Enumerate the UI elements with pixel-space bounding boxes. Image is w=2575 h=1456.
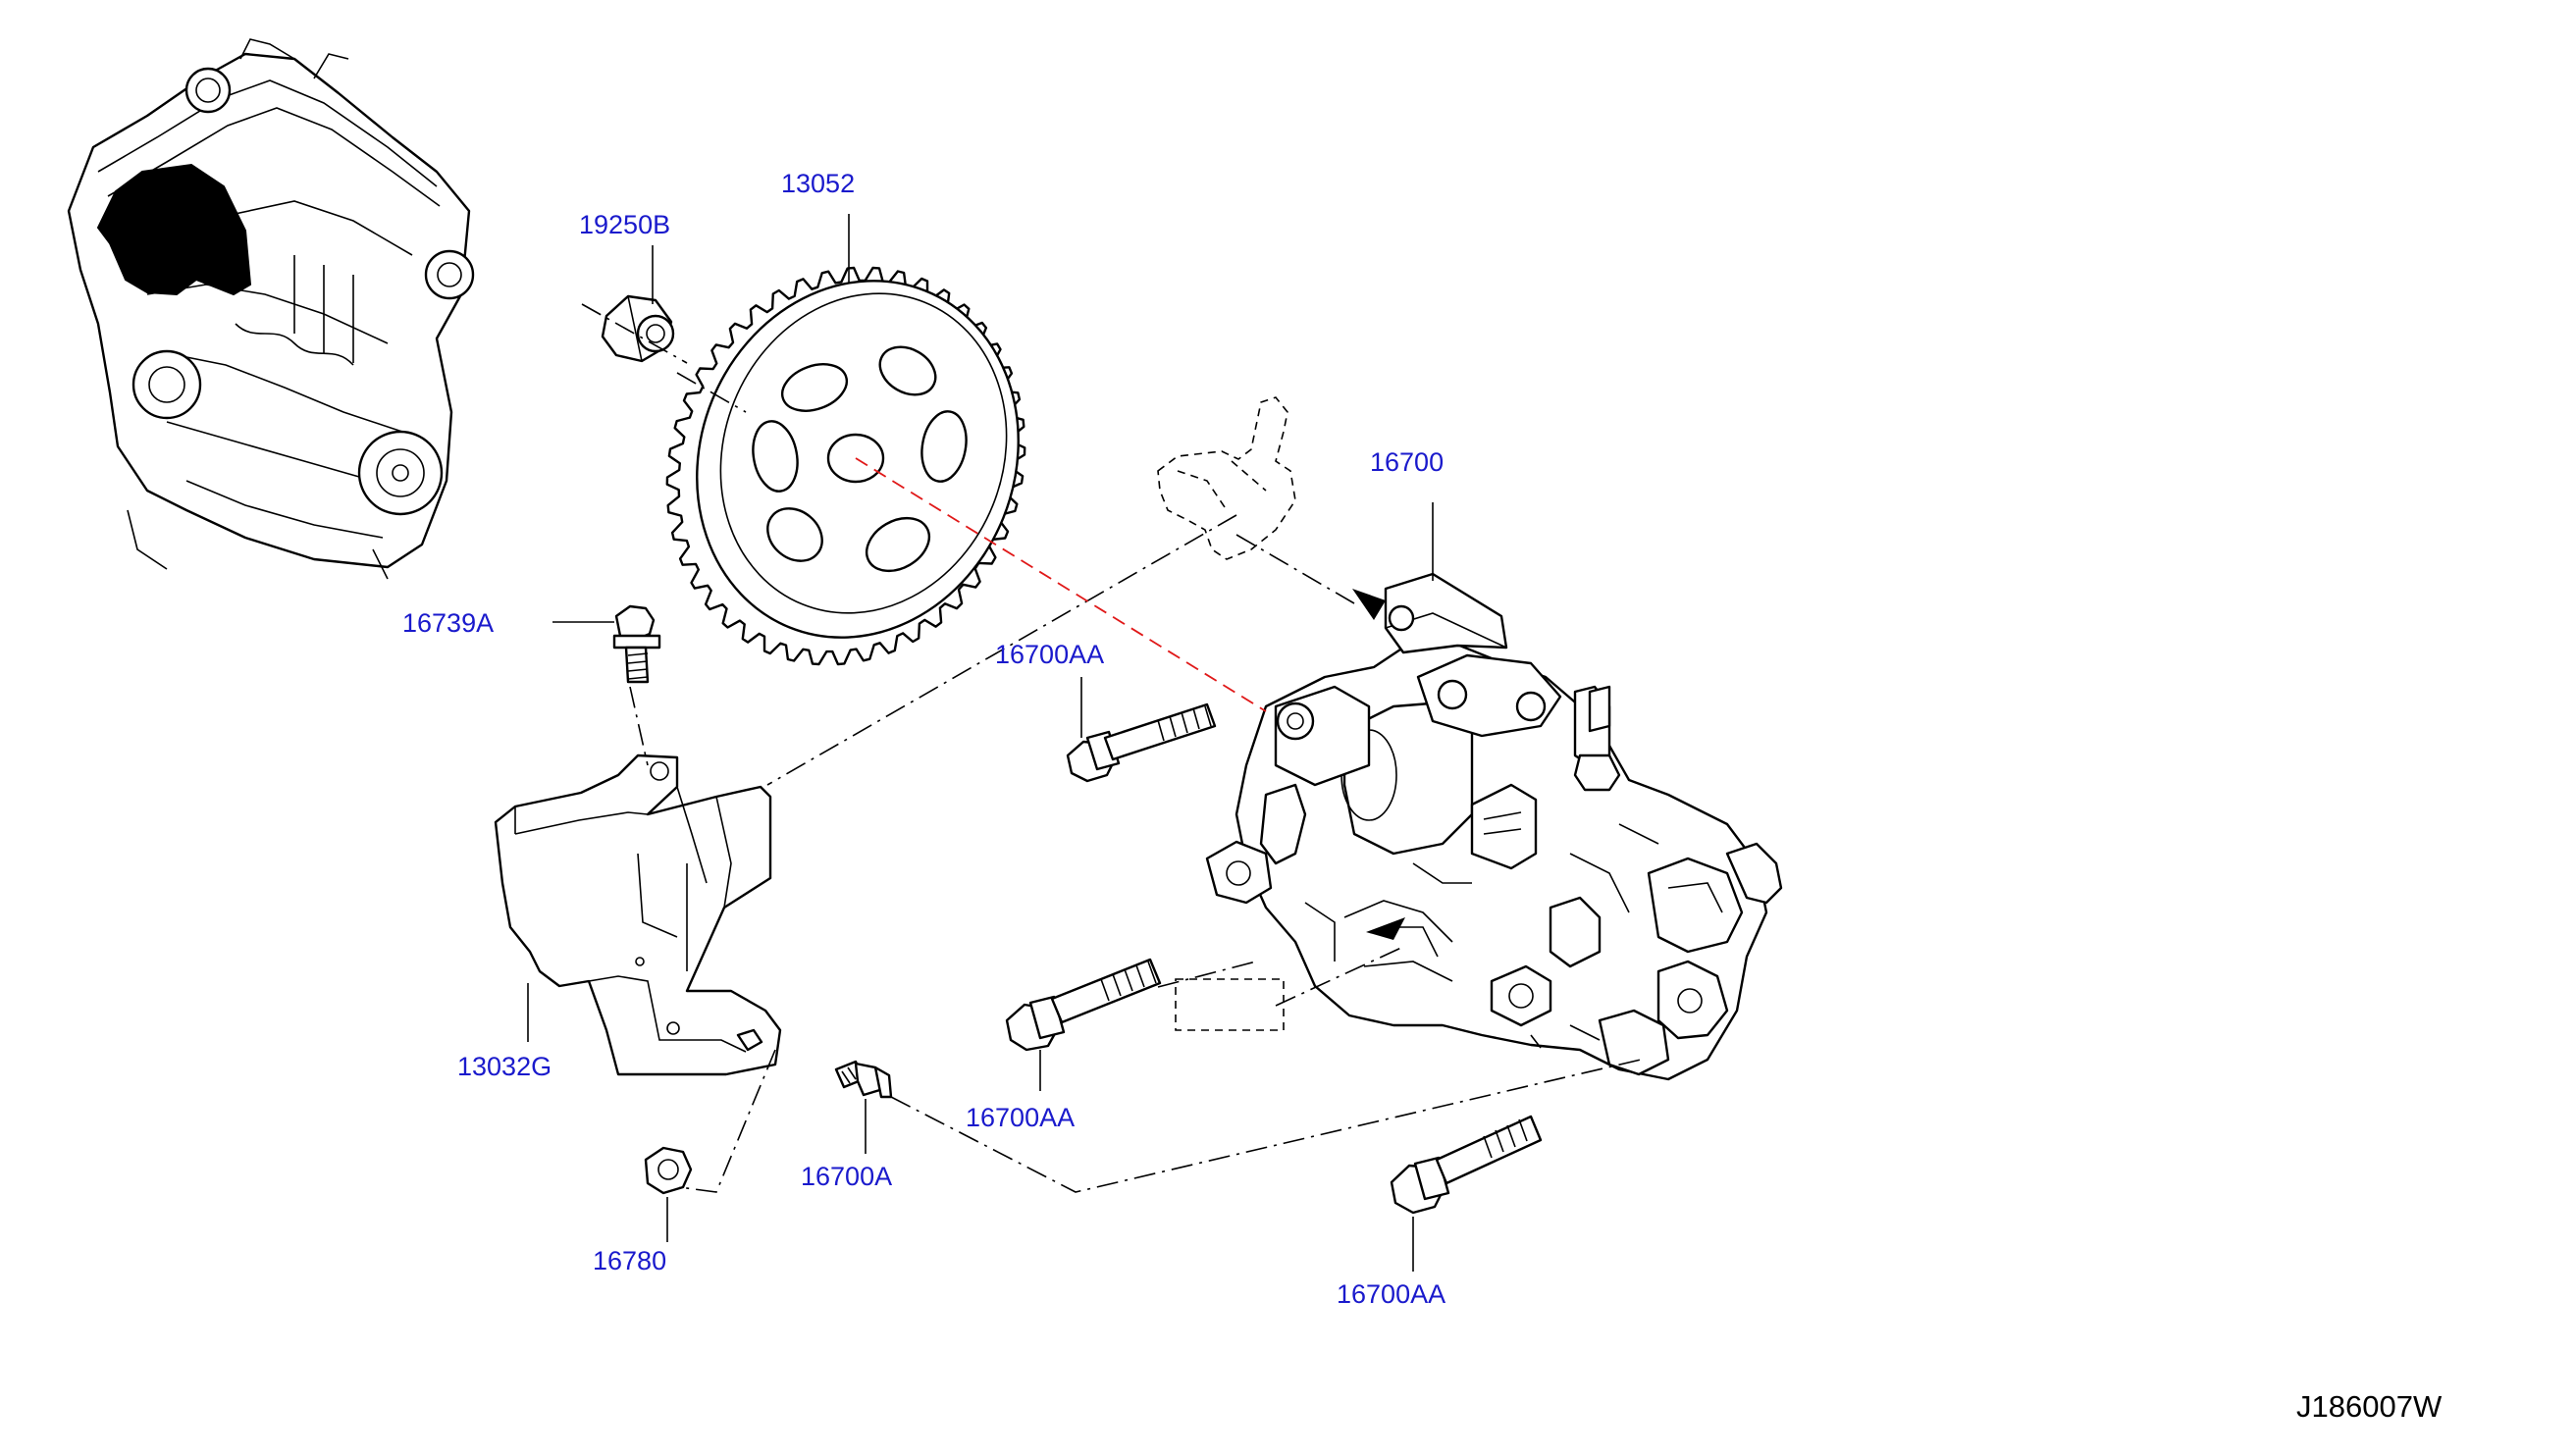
part-16700-injection-pump [1205, 572, 1783, 1081]
phantom-rectangle-lower [1175, 978, 1285, 1031]
gear-spoke-windows [752, 345, 968, 573]
label-16780: 16780 [593, 1246, 666, 1275]
label-16700a: 16700A [801, 1162, 892, 1191]
assembly-arrow-upper [1352, 589, 1386, 620]
part-19250b-nut [601, 294, 675, 363]
assembly-arrow-lower [1366, 917, 1405, 940]
label-16739a: 16739A [402, 608, 494, 638]
part-16700aa-bolt-upper [1066, 702, 1217, 783]
label-19250b: 19250B [579, 210, 670, 239]
part-16700a-stud [834, 1060, 893, 1099]
label-13032g: 13032G [457, 1052, 552, 1081]
callout-leaders [527, 214, 1434, 1272]
part-16780-nut [644, 1146, 693, 1195]
label-16700aa-upper: 16700AA [995, 640, 1104, 669]
part-13032g-bracket [494, 754, 782, 1076]
diagram-reference-code: J186007W [2296, 1389, 2443, 1424]
assembly-centerlines [581, 303, 1642, 1193]
part-16739a-bolt [612, 604, 661, 684]
engine-overview-illustration [67, 38, 475, 580]
phantom-bracket-upper [1157, 396, 1296, 560]
label-13052: 13052 [781, 169, 855, 198]
label-16700aa-middle: 16700AA [966, 1103, 1075, 1132]
label-16700: 16700 [1370, 447, 1444, 477]
label-16700aa-lower: 16700AA [1337, 1279, 1445, 1309]
part-16700aa-bolt-middle [1005, 958, 1162, 1052]
part-16700aa-bolt-lower [1390, 1115, 1543, 1215]
